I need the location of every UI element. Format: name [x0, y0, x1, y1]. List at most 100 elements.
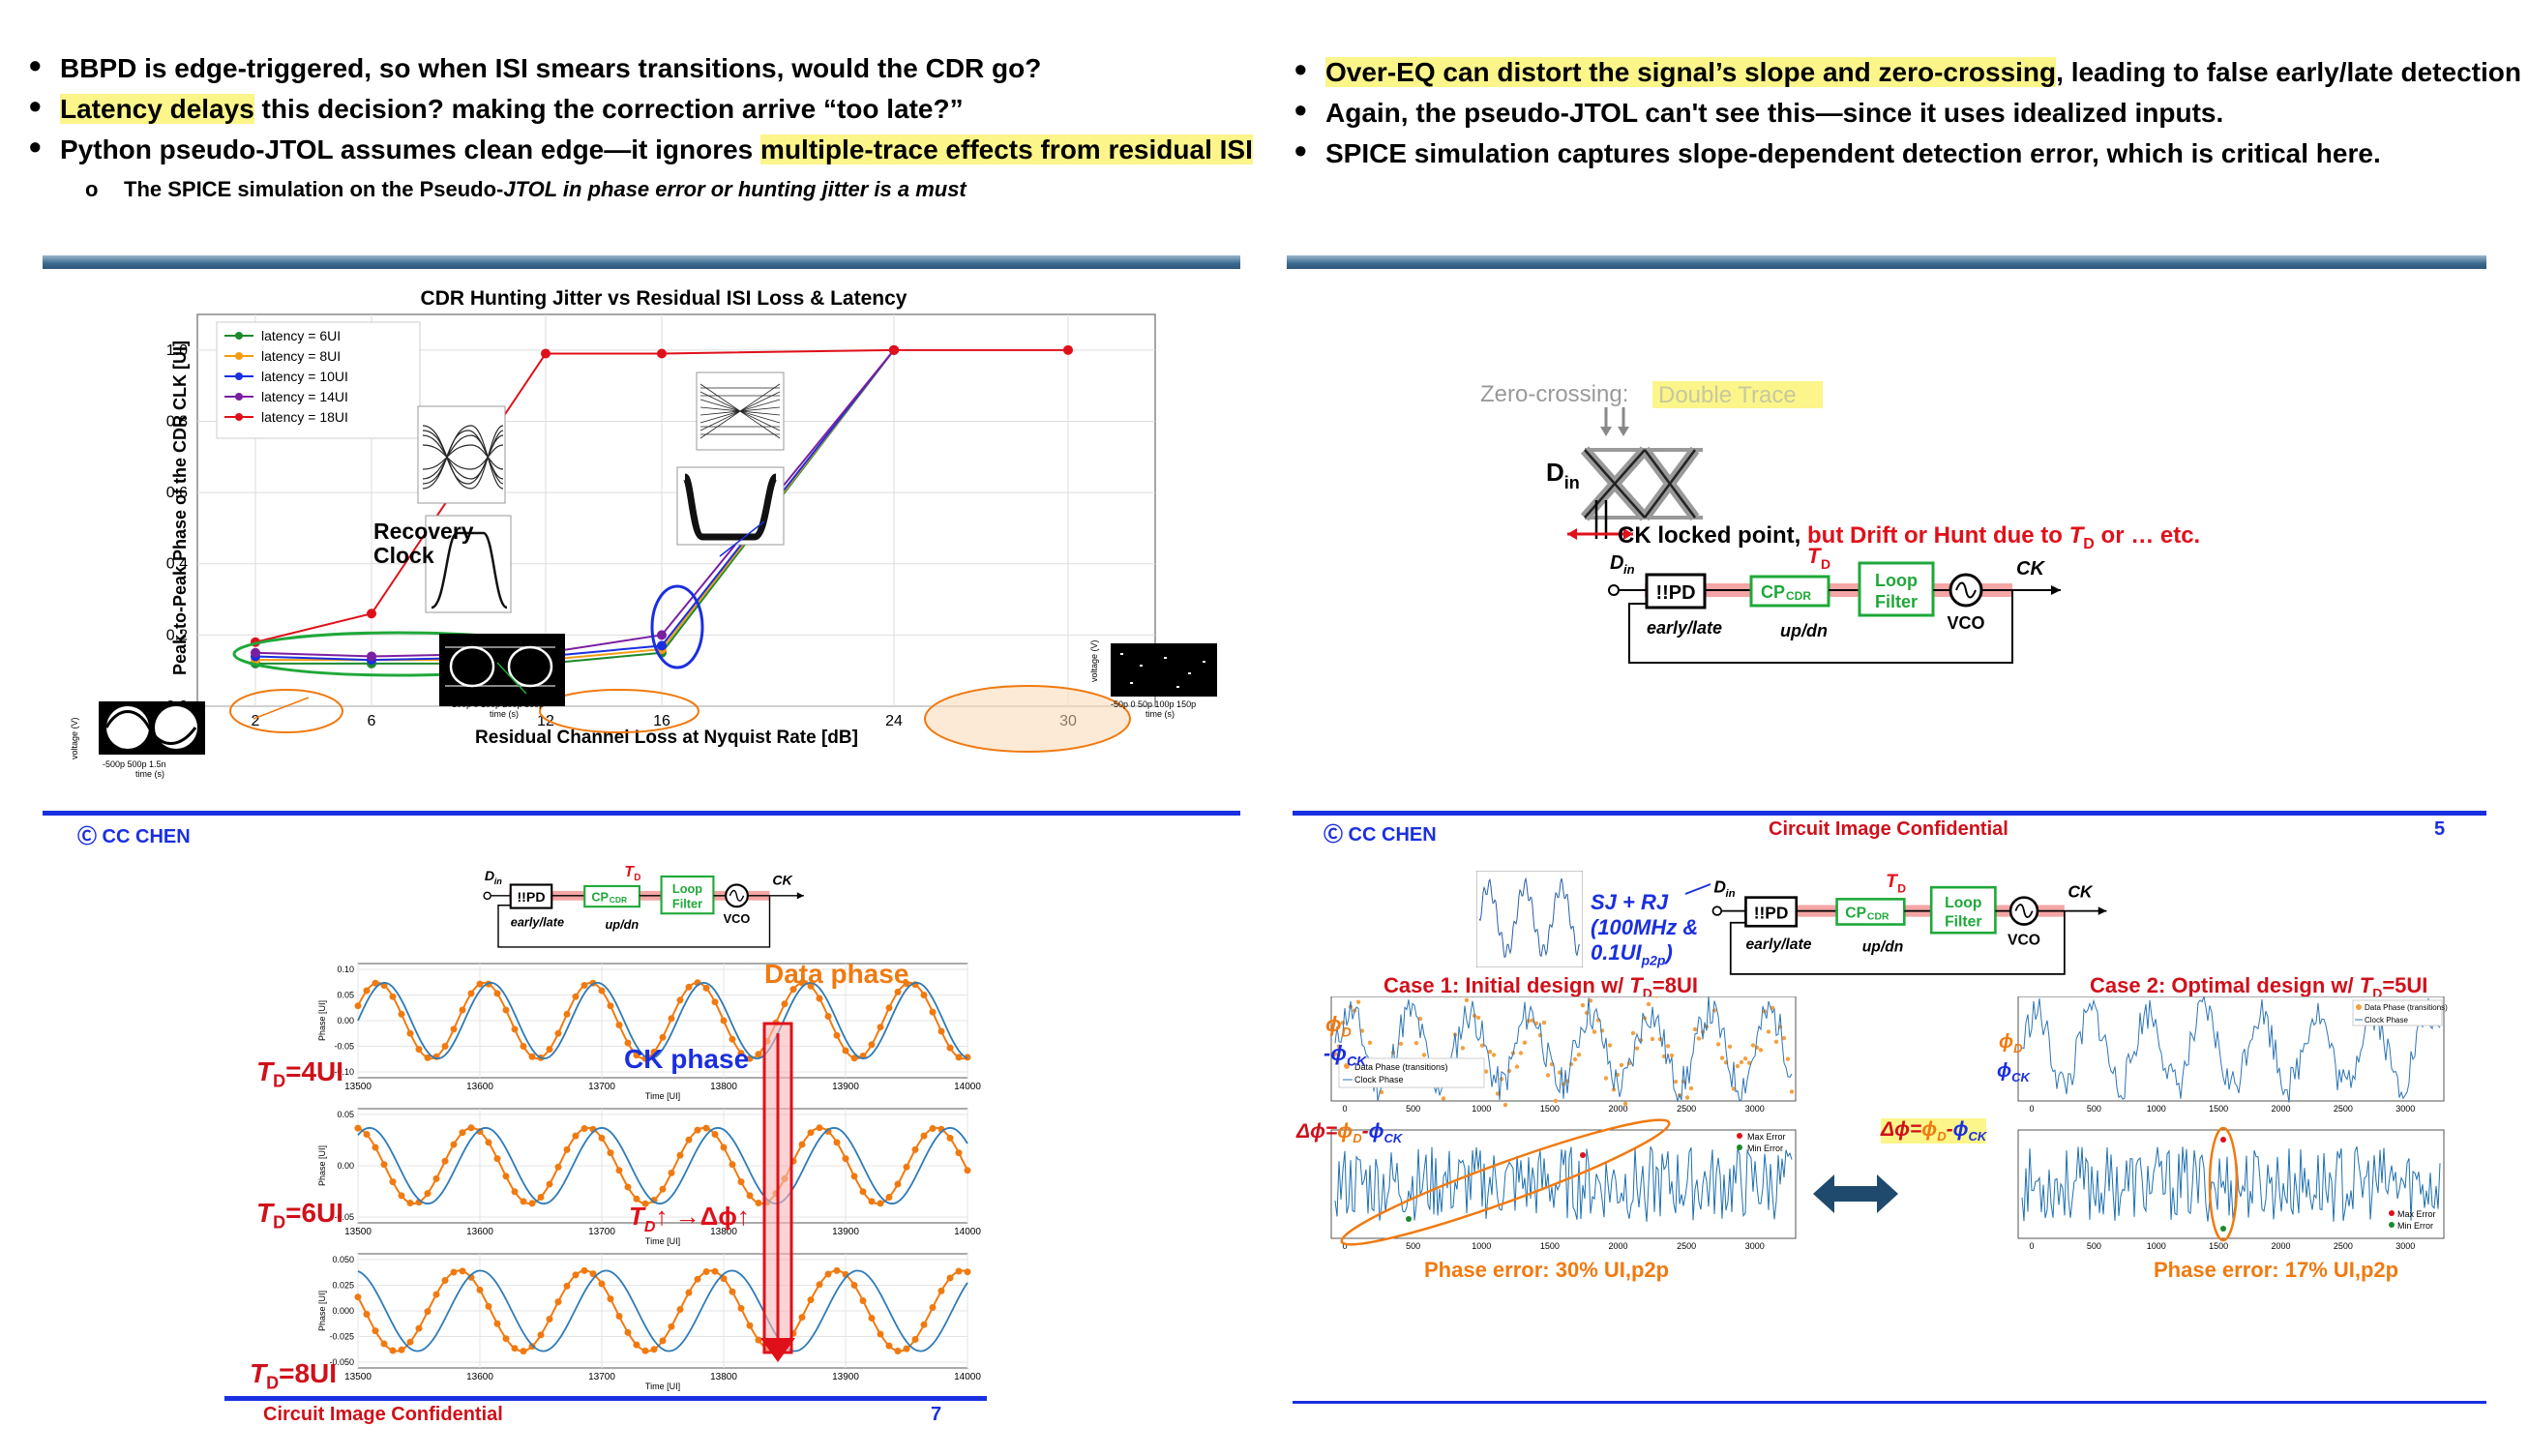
data-phase-point	[903, 1345, 910, 1352]
data-phase-point	[676, 1306, 684, 1313]
data-phase-point	[432, 1291, 440, 1298]
orange-ellipse-2db	[229, 689, 343, 733]
data-phase-point	[955, 1054, 963, 1061]
data-phase-dot	[1545, 1073, 1551, 1078]
data-phase-point	[807, 1129, 815, 1137]
data-phase-dot	[1533, 1021, 1539, 1025]
plot-x-tick: 13600	[466, 1082, 493, 1092]
slide7-footer-page: 7	[931, 1404, 942, 1425]
data-phase-dot	[1572, 1056, 1578, 1062]
data-phase-point	[528, 1053, 536, 1060]
loop-filter-block	[660, 875, 715, 915]
vco-label: VCO	[1947, 613, 1984, 633]
feedback-path	[1628, 590, 2013, 664]
error-ellipse-2	[2208, 1126, 2239, 1242]
data-phase-point	[389, 1347, 397, 1354]
vco-label: VCO	[2008, 932, 2040, 948]
data-phase-dot	[1576, 1053, 1582, 1057]
plot-y-tick: 0.000	[332, 1306, 354, 1316]
case-x-tick: 1500	[1540, 1104, 1560, 1114]
case-x-tick: 3000	[2395, 1241, 2415, 1251]
filter-label: Filter	[1945, 913, 1981, 930]
data-phase-point	[354, 1002, 362, 1010]
data-phase-point	[833, 1031, 841, 1039]
data-phase-point	[389, 1178, 397, 1186]
legend-max-error-2: Max Error	[2397, 1209, 2436, 1219]
data-phase-point	[850, 1055, 858, 1062]
data-phase-point	[380, 1340, 388, 1348]
series-point	[367, 651, 376, 662]
y-tick-label: 0.2	[166, 627, 188, 643]
recovery-clock-line2: Clock	[373, 543, 434, 568]
case-plot-frame	[1330, 1129, 1797, 1239]
legend-label: latency = 18UI	[261, 409, 348, 425]
data-phase-point	[598, 987, 606, 995]
cp-block	[583, 884, 640, 908]
slide5-footer-rule	[1293, 811, 2486, 816]
data-phase-dot	[1379, 1089, 1384, 1095]
data-phase-point	[781, 1000, 788, 1008]
slide4-footer-rule	[43, 811, 1240, 816]
data-phase-dot	[1665, 1044, 1671, 1049]
x-tick-label: 6	[368, 713, 376, 729]
plot-x-label: Time [UI]	[645, 1091, 680, 1101]
legend-clock-phase-2: Clock Phase	[2365, 1016, 2408, 1025]
data-phase-point	[694, 1126, 701, 1134]
data-phase-point	[511, 1025, 519, 1033]
data-phase-point	[389, 993, 397, 1000]
data-phase-point	[528, 1200, 536, 1207]
data-phase-point	[946, 1044, 954, 1052]
data-phase-point	[894, 988, 902, 995]
data-phase-point	[668, 1169, 675, 1176]
case-x-tick: 0	[1342, 1241, 1347, 1251]
svg-text:Din: Din	[1546, 458, 1580, 492]
data-phase-point	[398, 1192, 405, 1200]
slide4-header-bar	[43, 255, 1240, 269]
pd-label: !!PD	[1754, 903, 1789, 922]
data-phase-point	[650, 1346, 658, 1353]
plot-y-tick: 0.00	[337, 1016, 354, 1025]
svg-text:Zero-crossing:: Zero-crossing:	[1480, 381, 1628, 407]
legend-marker	[235, 372, 243, 380]
cp-sub: CDR	[1867, 911, 1889, 922]
plot-x-label: Time [UI]	[645, 1382, 680, 1391]
data-phase-point	[720, 1144, 728, 1151]
data-phase-point	[502, 1335, 510, 1343]
svg-text:CK locked point, but Drift or: CK locked point, but Drift or Hunt due t…	[1618, 522, 2200, 552]
data-phase-dot	[1568, 1061, 1574, 1067]
case-x-tick: 500	[2087, 1241, 2101, 1251]
data-phase-point	[668, 1322, 675, 1330]
cp-label: CP	[1761, 582, 1785, 602]
legend-min-error-1: Min Error	[1747, 1144, 1783, 1153]
early-late-label: early/late	[511, 915, 564, 930]
plot-x-tick: 13700	[588, 1227, 615, 1237]
data-phase-point	[467, 1124, 475, 1132]
data-phase-point	[459, 1006, 466, 1014]
pd-block	[1744, 896, 1799, 928]
case-x-tick: 2500	[2334, 1104, 2353, 1114]
data-phase-point	[406, 1200, 414, 1206]
cp-label: CP	[1845, 906, 1866, 922]
plot-y-tick: -0.050	[329, 1357, 354, 1367]
slide5-bullets: Over-EQ can distort the signal’s slope a…	[1294, 49, 2521, 174]
recovery-clock-line1: Recovery	[373, 519, 474, 544]
td4-label: TD=4UI	[256, 1056, 344, 1091]
data-phase-dot	[1688, 1085, 1694, 1091]
data-phase-point	[755, 1336, 762, 1344]
data-phase-point	[398, 1010, 405, 1018]
data-phase-point	[755, 1200, 762, 1206]
data-phase-point	[964, 1268, 971, 1276]
y-tick-label: 0.4	[166, 556, 188, 573]
series-point	[889, 344, 899, 355]
td6-label: TD=6UI	[256, 1198, 344, 1233]
eye-right-ticks: -50p 0 50p 100p 150p	[1111, 699, 1196, 709]
case2-label: Case 2: Optimal design w/ TD=5UI	[2090, 973, 2428, 1001]
case-x-tick: 0	[2029, 1104, 2034, 1114]
data-phase-point	[502, 1006, 510, 1014]
slide4-bullets: BBPD is edge-triggered, so when ISI smea…	[29, 45, 1253, 209]
eye-mid-xlabel: time (s)	[490, 709, 519, 719]
data-phase-point	[511, 1345, 519, 1352]
legend-label: latency = 8UI	[261, 348, 341, 364]
loop-filter-block	[1858, 561, 1935, 617]
